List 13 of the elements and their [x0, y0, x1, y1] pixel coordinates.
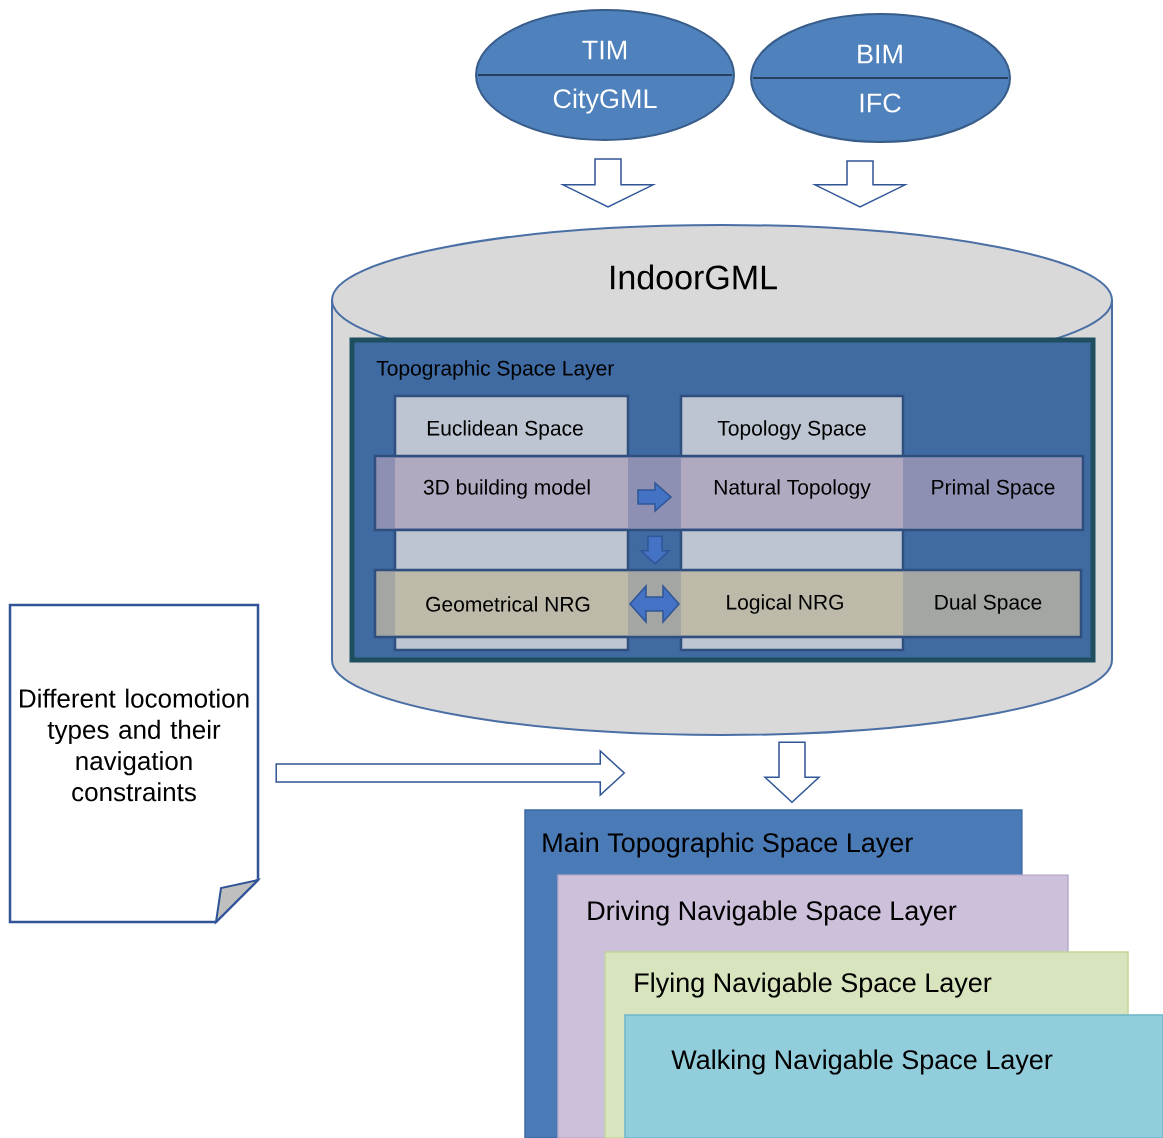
block-arrow [811, 160, 909, 208]
space-cell: Geometrical NRG [395, 572, 628, 635]
block-arrow [763, 741, 821, 804]
block-arrow [629, 584, 680, 624]
space-cell: Natural Topology [681, 458, 903, 528]
node-label: IndoorGML [611, 264, 777, 290]
block-arrow [637, 481, 673, 513]
layer-sheet: Walking Navigable Space Layer [624, 1014, 1163, 1138]
block-arrow [639, 535, 671, 565]
block-arrow [275, 749, 626, 797]
space-cell: Logical NRG [681, 572, 903, 635]
space-cell: 3D building model [395, 458, 628, 528]
block-arrow [559, 158, 657, 208]
